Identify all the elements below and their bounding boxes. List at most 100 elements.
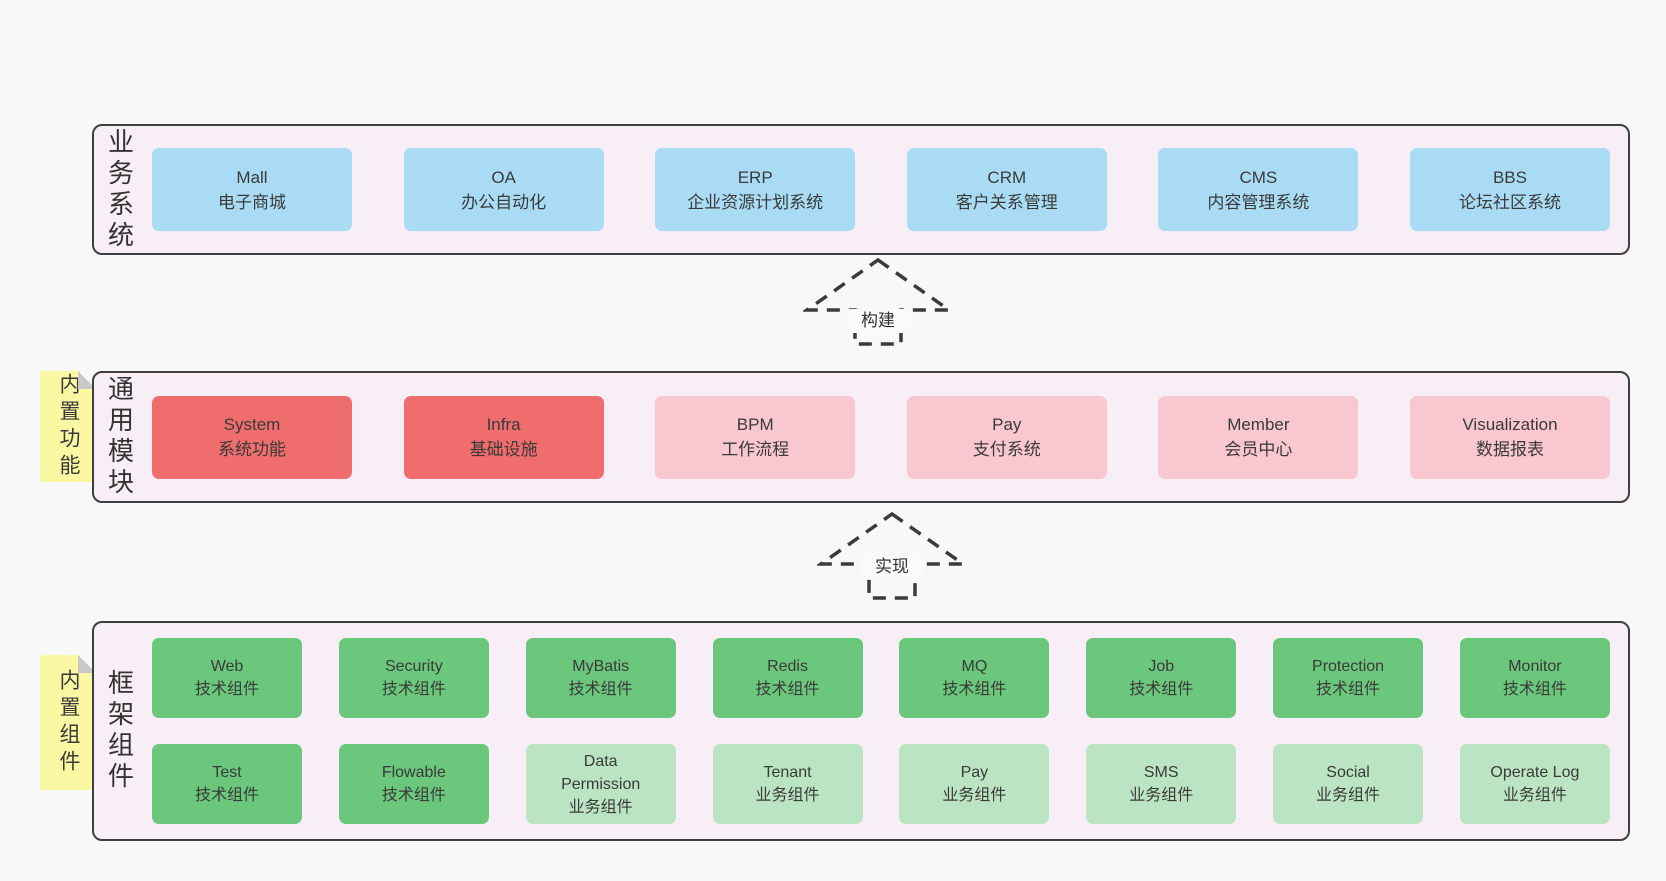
box-subtitle: 客户关系管理 xyxy=(955,192,1058,212)
box-title: Data Permission xyxy=(561,752,641,793)
framework-row-2: Test 技术组件 Flowable 技术组件 Data Permission … xyxy=(152,744,1610,824)
up-arrow-icon xyxy=(817,512,967,600)
box-data-permission: Data Permission 业务组件 xyxy=(525,744,676,824)
box-bbs: BBS 论坛社区系统 xyxy=(1409,148,1610,231)
framework-components-boxes: Web 技术组件 Security 技术组件 MyBatis 技术组件 Redi… xyxy=(146,623,1628,839)
box-subtitle: 技术组件 xyxy=(1502,681,1567,698)
build-arrow xyxy=(803,258,953,346)
box-subtitle: 业务组件 xyxy=(1502,787,1567,804)
box-title: MQ xyxy=(961,658,988,675)
box-title: CRM xyxy=(987,167,1027,187)
box-subtitle: 技术组件 xyxy=(381,681,446,698)
band-framework-components: 框架组件 Web 技术组件 Security 技术组件 MyBatis 技术组件… xyxy=(92,621,1630,841)
box-subtitle: 技术组件 xyxy=(194,681,259,698)
implement-arrow xyxy=(817,512,967,600)
box-sms: SMS 业务组件 xyxy=(1086,744,1237,824)
box-title: BBS xyxy=(1492,167,1527,187)
box-mall: Mall 电子商城 xyxy=(152,148,352,231)
band-common-modules: 通用模块 System 系统功能 Infra 基础设施 BPM 工作流程 Pay… xyxy=(92,371,1630,503)
box-subtitle: 电子商城 xyxy=(218,192,286,212)
box-title: Operate Log xyxy=(1490,764,1580,781)
box-protection: Protection 技术组件 xyxy=(1273,638,1424,718)
box-title: BPM xyxy=(736,415,774,434)
box-title: SMS xyxy=(1143,764,1179,781)
box-social: Social 业务组件 xyxy=(1273,744,1424,824)
box-tenant: Tenant 业务组件 xyxy=(712,744,863,824)
box-title: Redis xyxy=(767,658,808,675)
box-subtitle: 技术组件 xyxy=(194,787,259,804)
band-business-systems: 业务系统 Mall 电子商城 OA 办公自动化 ERP 企业资源计划系统 CRM… xyxy=(92,124,1630,255)
box-title: Tenant xyxy=(763,764,812,781)
box-mq: MQ 技术组件 xyxy=(899,638,1050,718)
box-title: Web xyxy=(210,658,244,675)
box-system: System 系统功能 xyxy=(152,395,352,479)
box-subtitle: 会员中心 xyxy=(1224,440,1293,459)
box-flowable: Flowable 技术组件 xyxy=(338,744,489,824)
business-systems-boxes: Mall 电子商城 OA 办公自动化 ERP 企业资源计划系统 CRM 客户关系… xyxy=(146,126,1628,253)
box-title: System xyxy=(223,415,281,434)
box-title: Infra xyxy=(486,415,521,434)
box-title: Pay xyxy=(992,415,1022,434)
implement-arrow-label: 实现 xyxy=(860,555,924,579)
box-title: Test xyxy=(212,764,242,781)
box-subtitle: 工作流程 xyxy=(721,440,790,459)
box-subtitle: 企业资源计划系统 xyxy=(687,192,824,212)
box-subtitle: 业务组件 xyxy=(568,798,633,816)
box-title: Pay xyxy=(960,764,989,781)
box-subtitle: 技术组件 xyxy=(942,681,1007,698)
box-subtitle: 办公自动化 xyxy=(461,192,547,212)
box-web: Web 技术组件 xyxy=(152,638,302,718)
box-visualization: Visualization 数据报表 xyxy=(1409,395,1610,479)
box-title: ERP xyxy=(737,167,773,187)
box-bpm: BPM 工作流程 xyxy=(655,395,856,479)
box-subtitle: 基础设施 xyxy=(469,440,538,459)
box-subtitle: 技术组件 xyxy=(381,787,446,804)
box-subtitle: 技术组件 xyxy=(1129,681,1194,698)
box-title: Security xyxy=(384,658,443,675)
box-subtitle: 业务组件 xyxy=(1129,787,1194,804)
box-subtitle: 业务组件 xyxy=(1316,787,1381,804)
common-modules-boxes: System 系统功能 Infra 基础设施 BPM 工作流程 Pay 支付系统… xyxy=(146,373,1628,501)
builtin-components-sticky: 内置组件 xyxy=(40,655,96,790)
framework-components-label: 框架组件 xyxy=(104,669,135,793)
box-infra: Infra 基础设施 xyxy=(403,395,604,479)
box-subtitle: 论坛社区系统 xyxy=(1458,192,1561,212)
box-pay-biz: Pay 业务组件 xyxy=(899,744,1050,824)
box-oa: OA 办公自动化 xyxy=(403,148,604,231)
box-title: MyBatis xyxy=(572,658,630,675)
box-title: Mall xyxy=(236,167,268,187)
builtin-components-sticky-label: 内置组件 xyxy=(57,668,80,777)
box-subtitle: 技术组件 xyxy=(1316,681,1381,698)
box-subtitle: 数据报表 xyxy=(1475,440,1544,459)
box-title: Flowable xyxy=(381,764,446,781)
framework-row-1: Web 技术组件 Security 技术组件 MyBatis 技术组件 Redi… xyxy=(152,638,1610,718)
box-mybatis: MyBatis 技术组件 xyxy=(525,638,676,718)
box-subtitle: 业务组件 xyxy=(942,787,1007,804)
builtin-features-sticky-label: 内置功能 xyxy=(57,372,80,481)
box-title: OA xyxy=(491,167,516,187)
build-arrow-label: 构建 xyxy=(846,309,910,333)
box-subtitle: 技术组件 xyxy=(568,681,633,698)
box-test: Test 技术组件 xyxy=(152,744,302,824)
box-cms: CMS 内容管理系统 xyxy=(1158,148,1359,231)
box-title: Member xyxy=(1227,415,1290,434)
common-modules-label: 通用模块 xyxy=(104,375,135,499)
box-security: Security 技术组件 xyxy=(338,638,489,718)
box-title: Visualization xyxy=(1462,415,1558,434)
box-title: Job xyxy=(1148,658,1175,675)
box-title: CMS xyxy=(1239,167,1278,187)
business-systems-label: 业务系统 xyxy=(104,127,135,252)
box-crm: CRM 客户关系管理 xyxy=(906,148,1107,231)
box-title: Protection xyxy=(1312,658,1385,675)
builtin-features-sticky: 内置功能 xyxy=(40,371,96,482)
box-job: Job 技术组件 xyxy=(1086,638,1237,718)
box-pay: Pay 支付系统 xyxy=(906,395,1107,479)
up-arrow-icon xyxy=(803,258,953,346)
box-operate-log: Operate Log 业务组件 xyxy=(1459,744,1610,824)
box-subtitle: 系统功能 xyxy=(218,440,286,459)
box-subtitle: 业务组件 xyxy=(755,787,820,804)
box-erp: ERP 企业资源计划系统 xyxy=(655,148,856,231)
box-subtitle: 支付系统 xyxy=(972,440,1041,459)
box-monitor: Monitor 技术组件 xyxy=(1459,638,1610,718)
